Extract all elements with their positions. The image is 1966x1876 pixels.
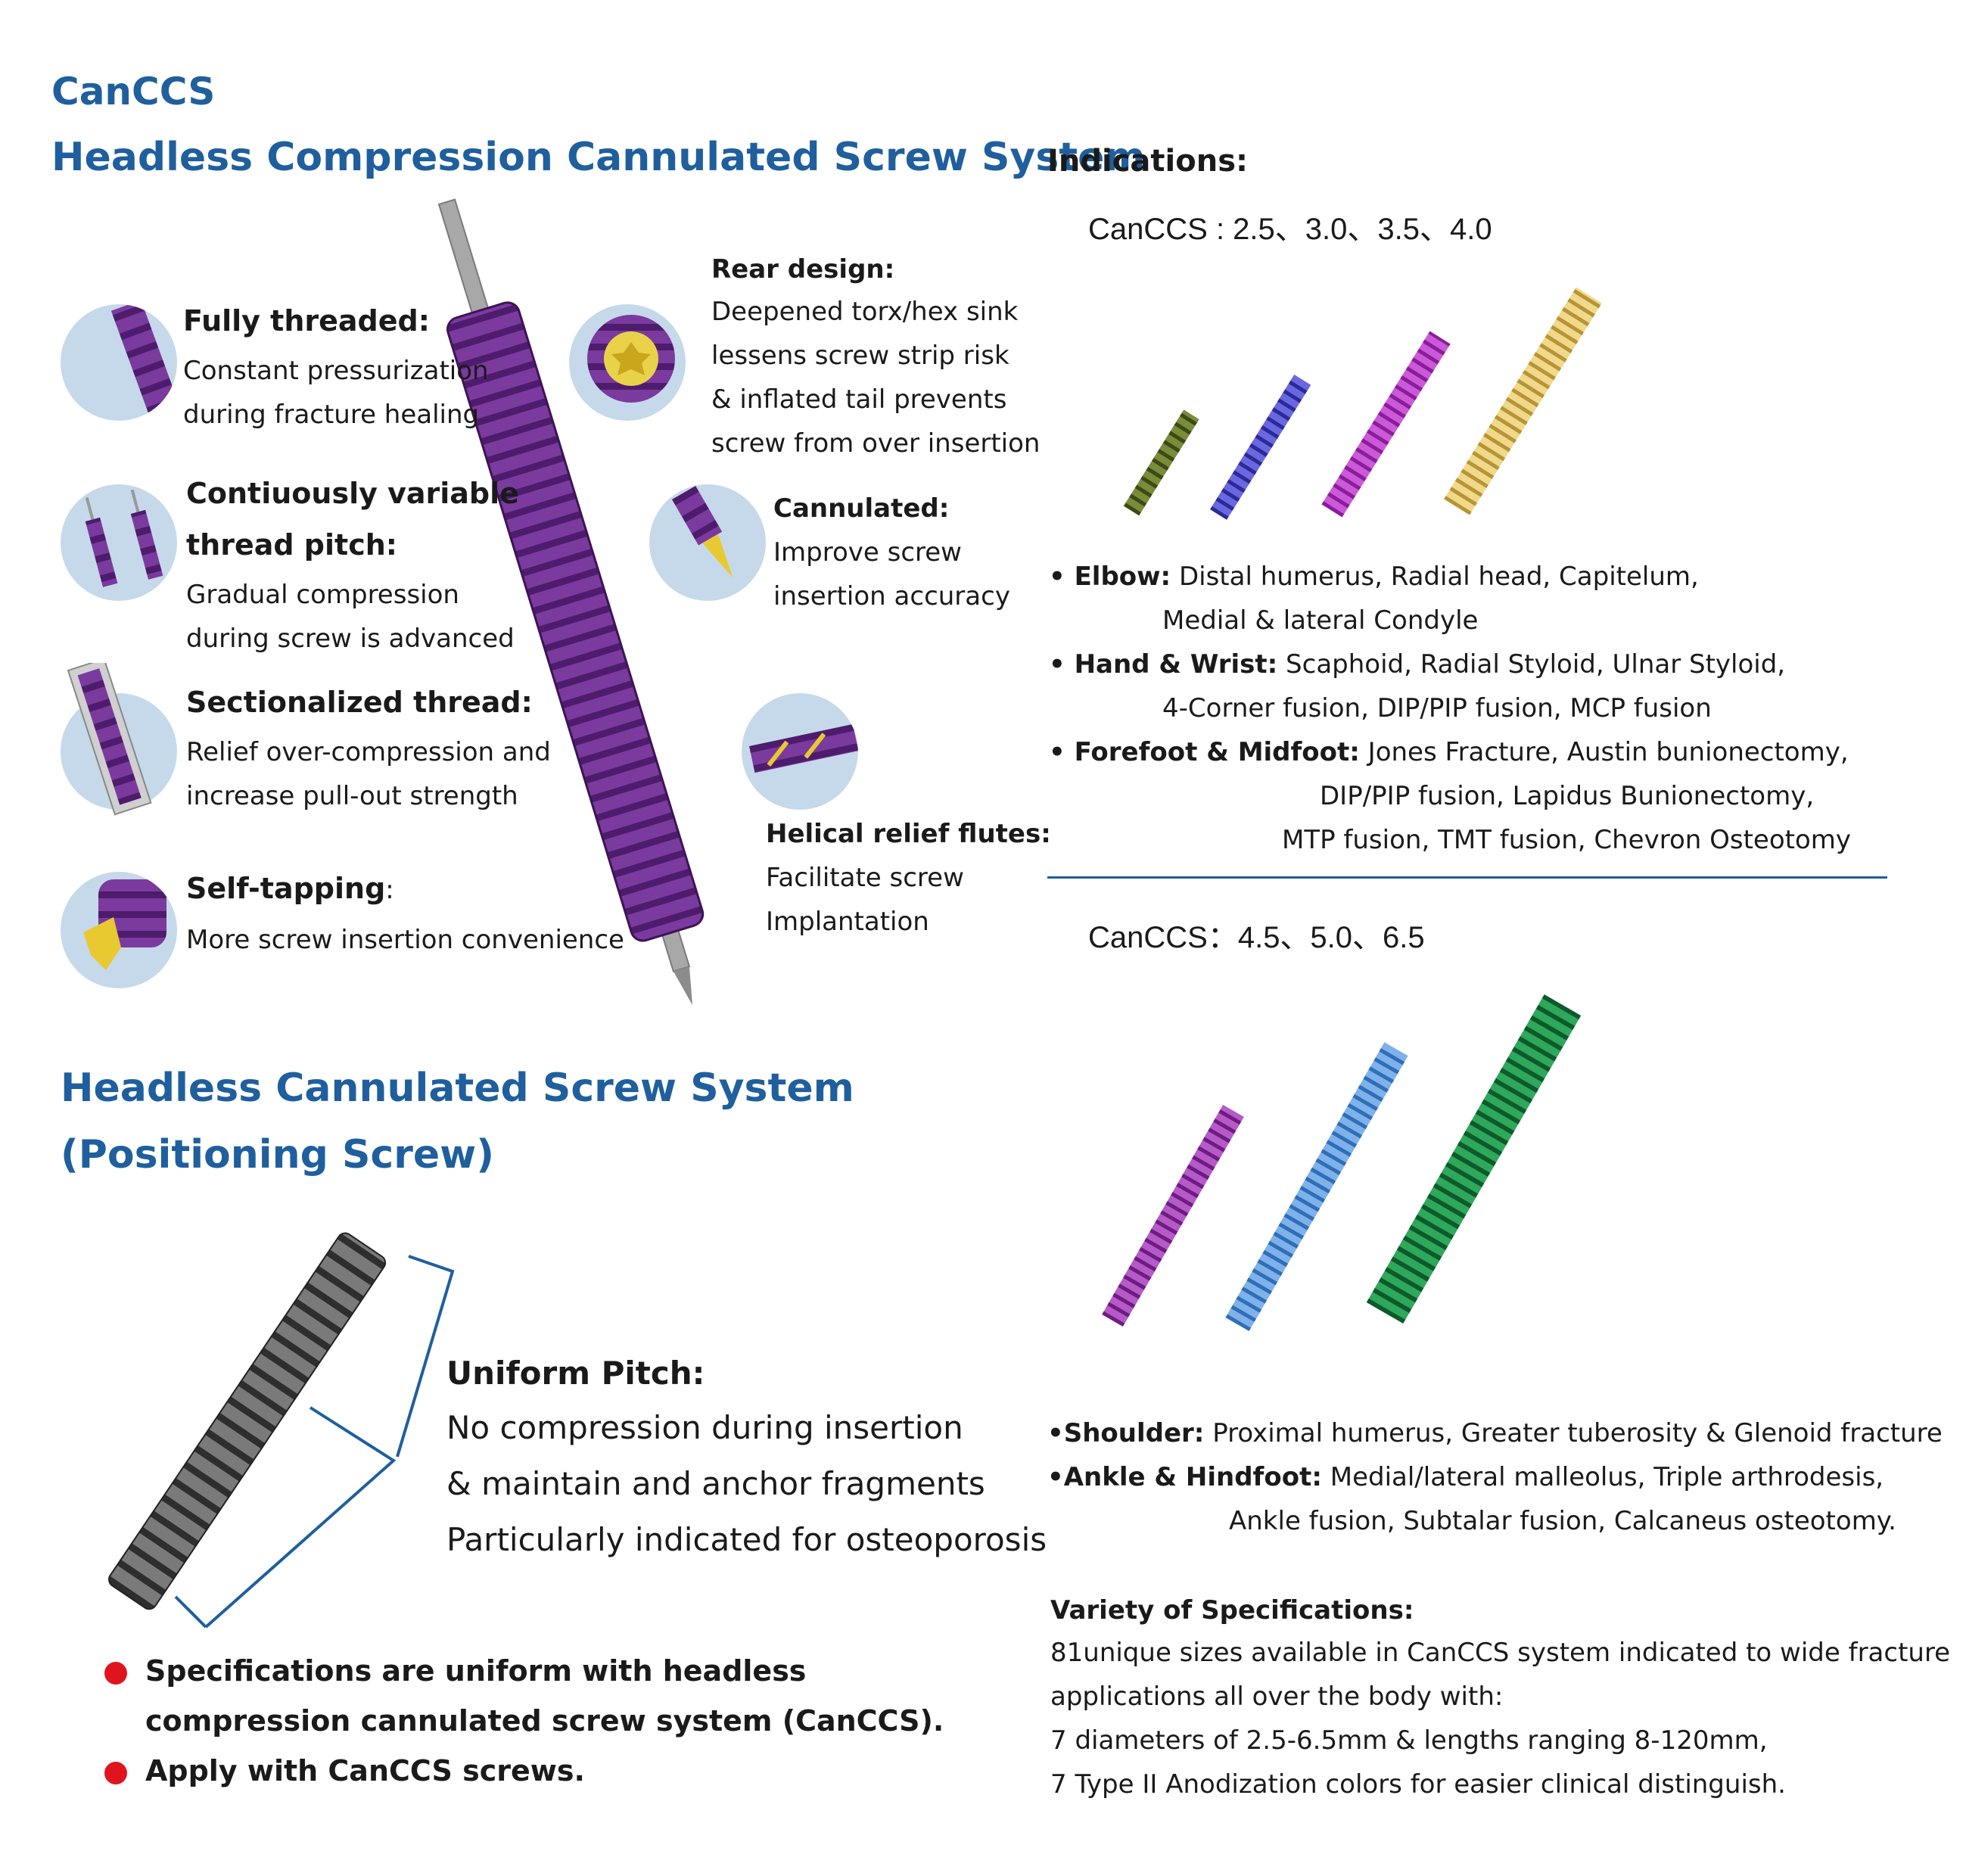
feature-title-rear-design: Rear design: — [711, 254, 895, 285]
indication-elbow-cont: Medial & lateral Condyle — [1162, 605, 1479, 636]
feature-text: Relief over-compression and — [186, 737, 551, 767]
feature-text: Constant pressurization — [183, 356, 489, 386]
feature-title-helical-flutes: Helical relief flutes: — [766, 819, 1051, 849]
feature-text: Facilitate screw — [766, 863, 964, 893]
indication-ankle: •Ankle & Hindfoot: Medial/lateral malleo… — [1047, 1462, 1884, 1492]
rear-design-icon — [569, 304, 686, 421]
section-divider — [1047, 876, 1887, 879]
bullet-text: Specifications are uniform with headless — [145, 1654, 807, 1688]
specs-line: 7 diameters of 2.5-6.5mm & lengths rangi… — [1050, 1725, 1768, 1756]
feature-text: More screw insertion convenience — [186, 925, 624, 955]
feature-text: increase pull-out strength — [186, 781, 518, 811]
feature-text: Gradual compression — [186, 580, 459, 610]
large-screws-image — [1102, 994, 1582, 1331]
sectionalized-thread-icon — [61, 663, 177, 816]
variable-pitch-icon — [61, 484, 177, 601]
feature-text: insertion accuracy — [773, 581, 1010, 611]
bullet-text: compression cannulated screw system (Can… — [145, 1704, 944, 1738]
group2-label: CanCCS：4.5、5.0、6.5 — [1088, 921, 1425, 954]
indication-forefoot: • Forefoot & Midfoot: Jones Fracture, Au… — [1049, 737, 1849, 767]
feature-title-self-tapping: Self-tapping: — [186, 872, 394, 905]
self-tapping-icon — [61, 872, 177, 988]
feature-title-cannulated: Cannulated: — [773, 493, 950, 524]
specs-line: applications all over the body with: — [1050, 1682, 1504, 1712]
feature-text: Improve screw — [773, 537, 962, 568]
uniform-line: Particularly indicated for osteoporosis — [446, 1521, 1047, 1558]
feature-title-variable-pitch-2: thread pitch: — [186, 528, 397, 562]
feature-title-fully-threaded: Fully threaded: — [183, 304, 430, 338]
cannulated-icon — [649, 484, 766, 601]
feature-text: lessens screw strip risk — [711, 341, 1009, 371]
feature-text: Deepened torx/hex sink — [711, 297, 1019, 327]
bullet-text: Apply with CanCCS screws. — [145, 1754, 585, 1787]
feature-text: during fracture healing — [183, 400, 480, 430]
specs-line: 81unique sizes available in CanCCS syste… — [1050, 1638, 1951, 1668]
feature-title-sectionalized: Sectionalized thread: — [186, 686, 533, 719]
bullet-dot — [104, 1762, 127, 1784]
indication-hand-wrist-cont: 4-Corner fusion, DIP/PIP fusion, MCP fus… — [1162, 693, 1712, 723]
feature-text: & inflated tail prevents — [711, 384, 1007, 415]
section-title-headless: Headless Compression Cannulated Screw Sy… — [51, 135, 1146, 180]
indication-ankle-cont: Ankle fusion, Subtalar fusion, Calcaneus… — [1229, 1506, 1896, 1536]
small-screws-image — [1123, 288, 1602, 520]
feature-text: during screw is advanced — [186, 624, 515, 654]
section-title-positioning: Headless Cannulated Screw System — [61, 1066, 854, 1111]
fully-threaded-icon — [61, 304, 177, 421]
helical-flutes-icon — [742, 693, 858, 810]
specs-title: Variety of Specifications: — [1050, 1595, 1414, 1626]
indication-hand-wrist: • Hand & Wrist: Scaphoid, Radial Styloid… — [1049, 649, 1786, 680]
bullet-dot — [104, 1662, 127, 1685]
positioning-screw-image — [108, 1232, 387, 1610]
indication-forefoot-cont2: MTP fusion, TMT fusion, Chevron Osteotom… — [1282, 825, 1852, 855]
feature-text: Implantation — [766, 907, 929, 937]
uniform-pitch-title: Uniform Pitch: — [446, 1355, 705, 1392]
section-title-positioning-sub: (Positioning Screw) — [61, 1132, 494, 1178]
indication-forefoot-cont: DIP/PIP fusion, Lapidus Bunionectomy, — [1320, 781, 1815, 811]
uniform-line: & maintain and anchor fragments — [446, 1465, 985, 1502]
feature-text: screw from over insertion — [711, 428, 1041, 459]
feature-title-variable-pitch: Contiuously variable — [186, 477, 519, 510]
uniform-line: No compression during insertion — [446, 1409, 963, 1446]
bracket-lines — [174, 1255, 455, 1629]
indication-shoulder: •Shoulder: Proximal humerus, Greater tub… — [1047, 1418, 1943, 1448]
indications-heading: Indications: — [1047, 144, 1248, 179]
group1-label: CanCCS : 2.5、3.0、3.5、4.0 — [1088, 213, 1492, 246]
indication-elbow: • Elbow: Distal humerus, Radial head, Ca… — [1049, 562, 1699, 592]
main-screw-image — [437, 198, 705, 1006]
specs-line: 7 Type II Anodization colors for easier … — [1050, 1769, 1786, 1800]
brand-title: CanCCS — [51, 70, 216, 114]
